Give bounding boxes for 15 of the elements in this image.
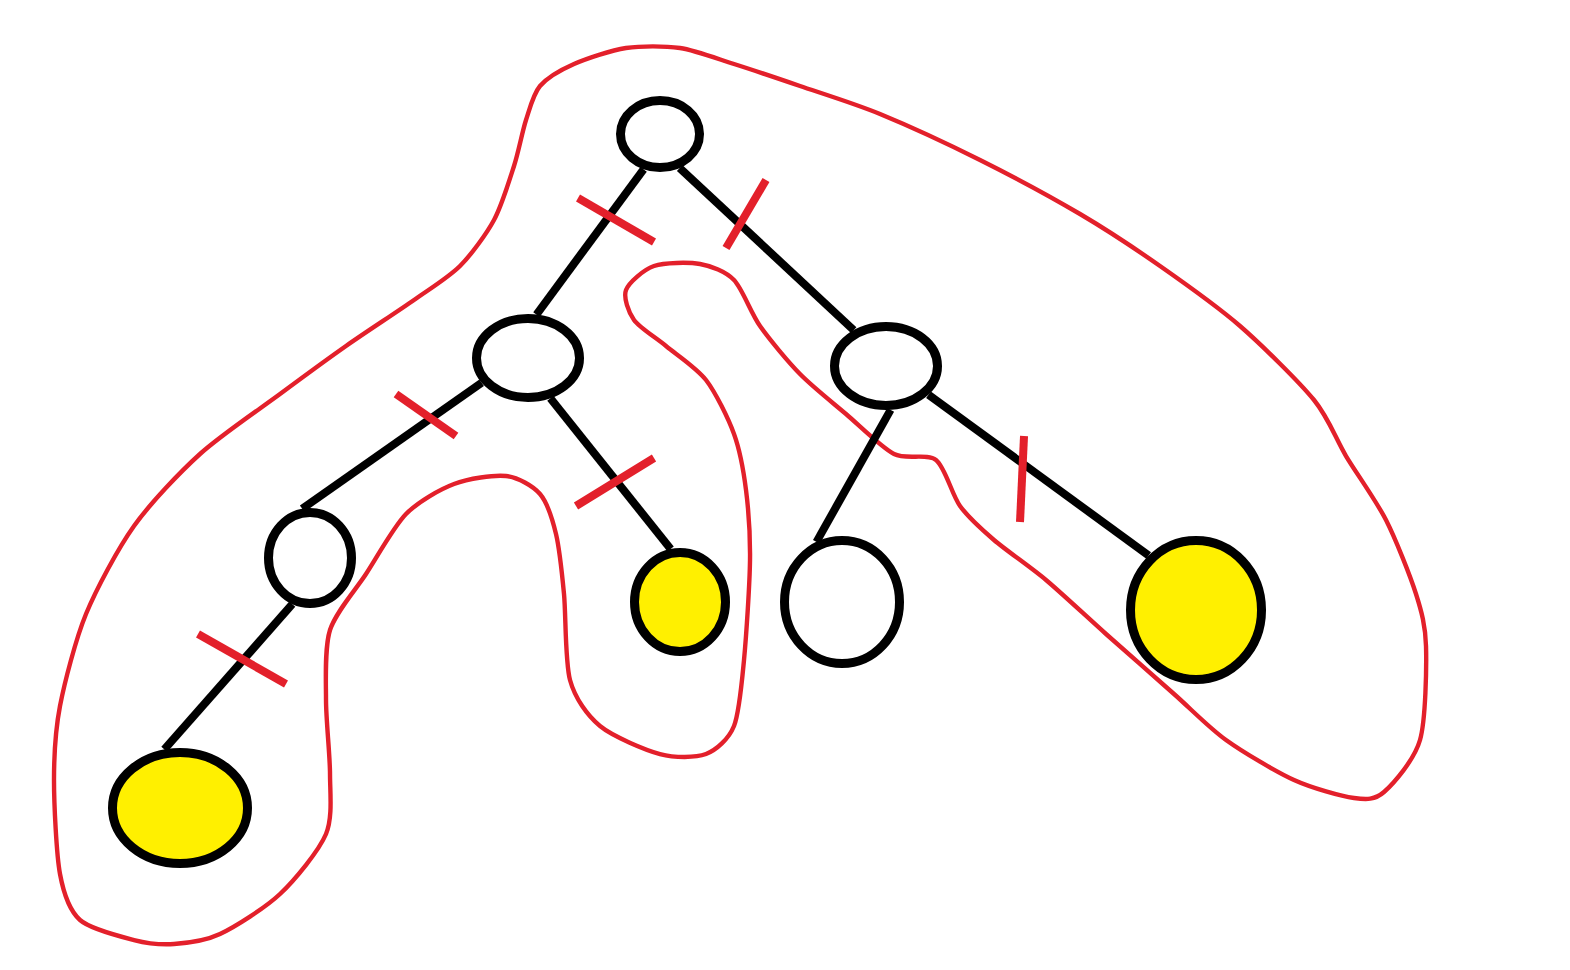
tree-edge [533, 166, 647, 317]
tree-edge [299, 379, 484, 512]
tree-node [1126, 536, 1266, 684]
tree-edge [676, 165, 857, 333]
tree-edge [161, 601, 296, 753]
tree-edge [926, 391, 1151, 559]
tree-node [264, 508, 356, 608]
tree-node [616, 96, 704, 172]
tree-node [472, 314, 584, 402]
tree-node [630, 548, 730, 656]
tree-node [780, 536, 904, 668]
tree-node [108, 748, 252, 868]
tree-edge [813, 407, 895, 544]
tree-node [830, 322, 942, 410]
tree-edge [547, 395, 674, 552]
